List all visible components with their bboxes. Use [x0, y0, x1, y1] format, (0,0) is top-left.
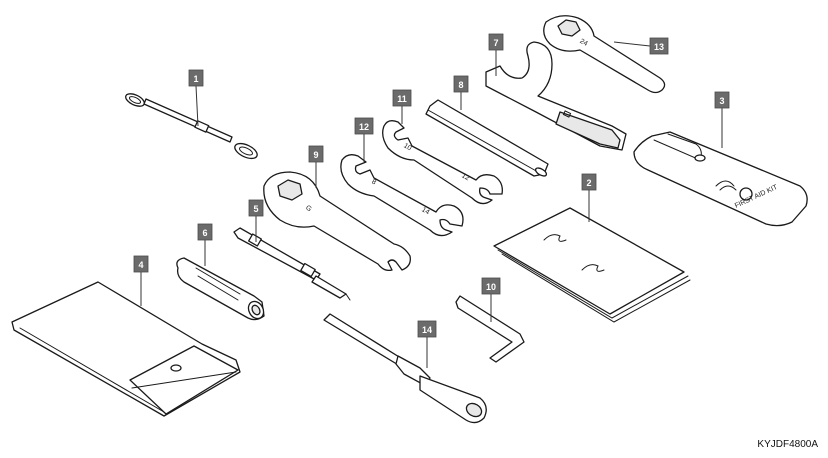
svg-text:8: 8 — [458, 80, 463, 90]
w12-mark-b: 14 — [420, 206, 430, 216]
part-3-first-aid-kit: FIRST AID KIT — [633, 131, 808, 227]
part-5-screwdriver — [233, 227, 351, 301]
svg-text:3: 3 — [719, 96, 724, 106]
callout-11: 11 — [392, 89, 412, 107]
w9-mark: G — [304, 204, 312, 213]
part-9-wrench: G — [263, 171, 411, 272]
svg-text:14: 14 — [422, 325, 432, 335]
svg-text:13: 13 — [654, 42, 664, 52]
callout-10: 10 — [481, 277, 501, 295]
part-11-open-wrench: 10 12 — [382, 120, 503, 205]
callout-6: 6 — [197, 223, 213, 241]
svg-text:9: 9 — [313, 150, 318, 160]
part-10-hex-key — [455, 295, 525, 363]
svg-text:2: 2 — [586, 178, 591, 188]
part-8-handle-bar — [425, 99, 549, 177]
part-6-socket — [176, 257, 265, 321]
figure-code: KYJDF4800A — [757, 439, 818, 450]
w11-mark-a: 10 — [402, 142, 412, 152]
svg-text:12: 12 — [359, 122, 369, 132]
callout-9: 9 — [308, 145, 324, 163]
part-13-box-wrench: 24 — [543, 15, 666, 94]
svg-text:11: 11 — [397, 94, 407, 104]
callout-7: 7 — [488, 33, 504, 51]
callout-12: 12 — [354, 117, 374, 135]
leader-lines — [140, 41, 723, 368]
part-4-tool-bag — [11, 281, 241, 417]
callout-14: 14 — [417, 320, 437, 338]
callout-13: 13 — [649, 37, 669, 55]
svg-text:1: 1 — [193, 74, 198, 84]
callout-2: 2 — [581, 173, 597, 191]
part-14-plug-wrench — [323, 313, 487, 424]
part-7-hook-spanner — [485, 41, 627, 151]
part-12-open-wrench: 8 14 — [340, 154, 464, 237]
callout-4: 4 — [133, 255, 149, 273]
callout-3: 3 — [714, 91, 730, 109]
svg-text:7: 7 — [493, 38, 498, 48]
svg-text:5: 5 — [253, 204, 258, 214]
svg-text:4: 4 — [138, 260, 143, 270]
callout-5: 5 — [248, 199, 264, 217]
w13-mark: 24 — [578, 38, 588, 48]
w11-mark-b: 12 — [460, 172, 470, 182]
part-1-cable — [125, 93, 258, 160]
svg-text:6: 6 — [202, 228, 207, 238]
w12-mark-a: 8 — [370, 178, 377, 186]
callout-1: 1 — [188, 69, 204, 87]
callout-8: 8 — [453, 75, 469, 93]
svg-text:10: 10 — [486, 282, 496, 292]
part-2-booklet — [493, 207, 691, 323]
